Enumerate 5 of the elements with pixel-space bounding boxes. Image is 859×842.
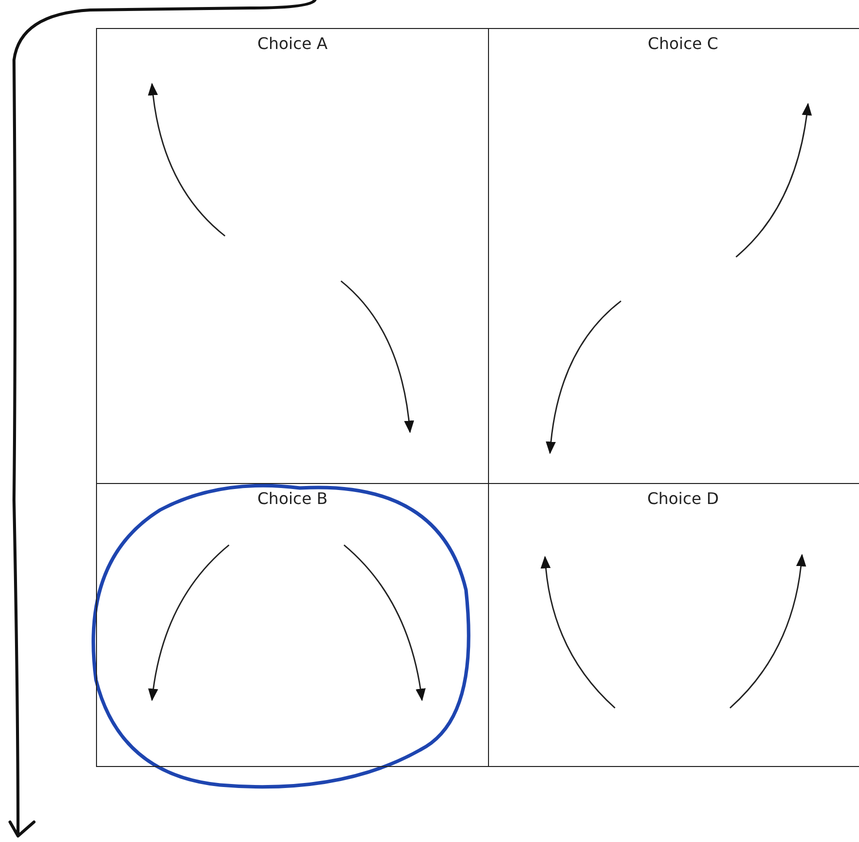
panel-title: Choice B [257, 489, 328, 508]
panel-title: Choice A [257, 34, 328, 53]
panel-title: Choice C [648, 34, 718, 53]
panel-title: Choice D [647, 489, 719, 508]
choice-panel [96, 28, 489, 484]
